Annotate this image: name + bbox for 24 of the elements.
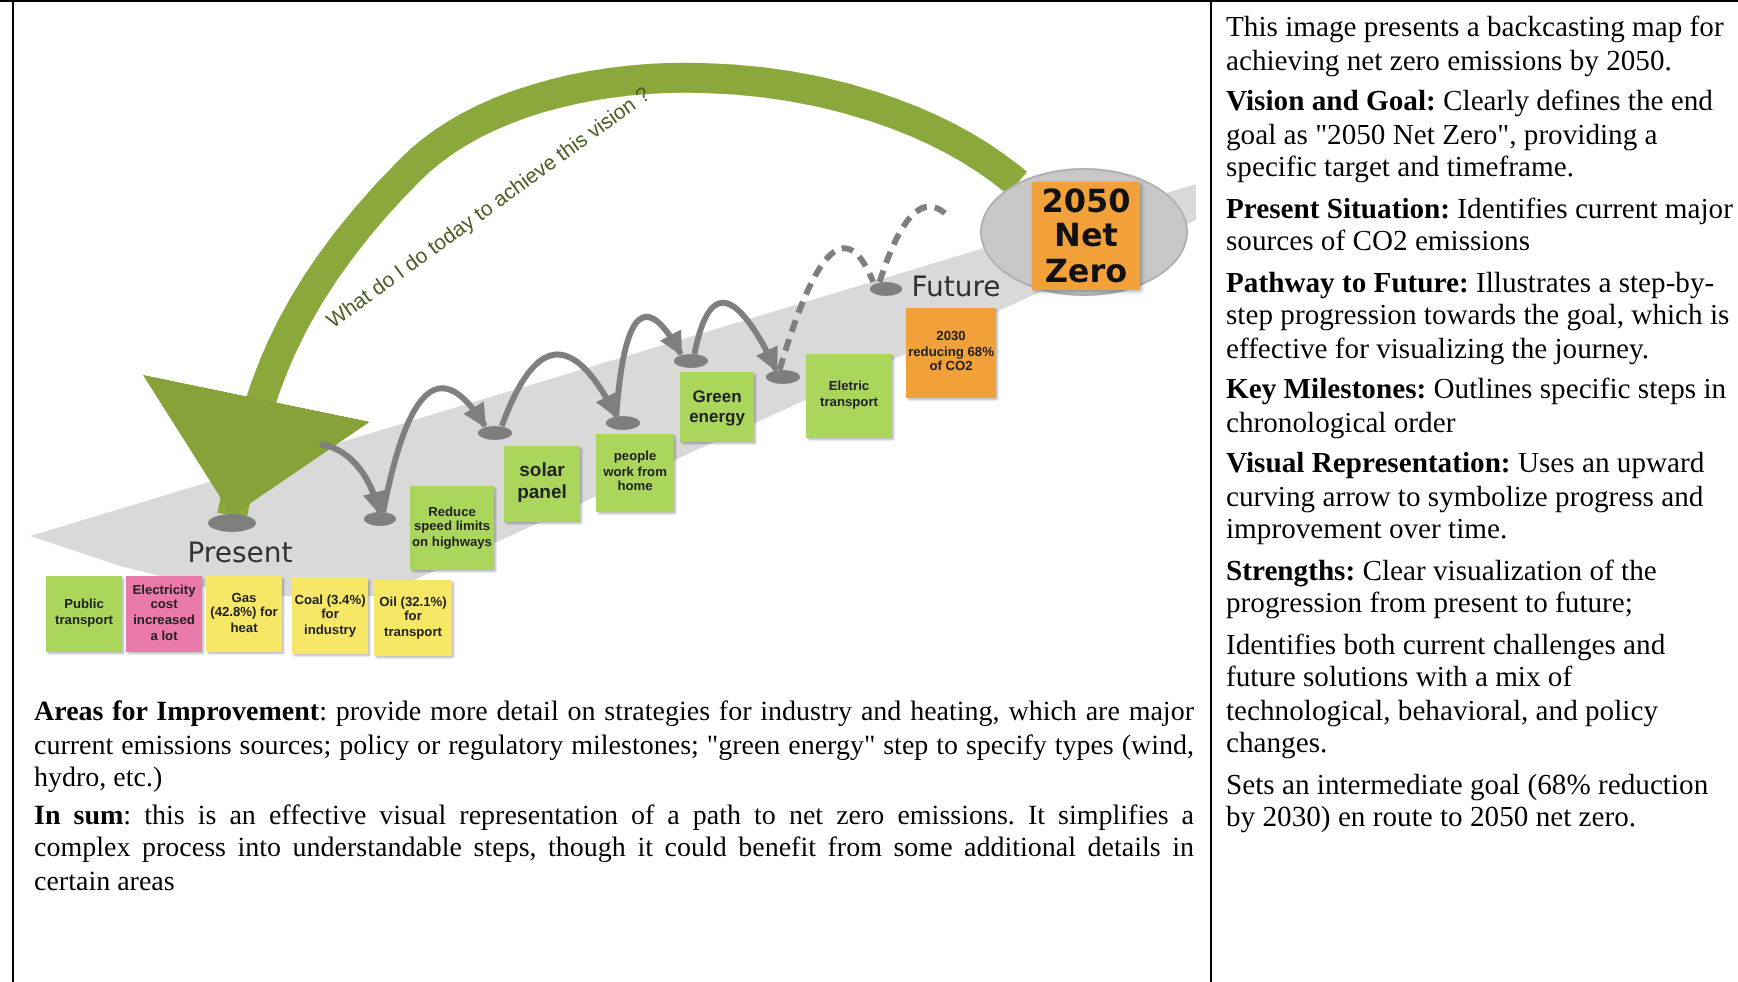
curved-arrow: [499, 351, 619, 428]
dashed-arc: [776, 245, 876, 371]
dashed-arc: [876, 203, 950, 283]
stage-label: Present: [184, 536, 296, 570]
curved-arrow: [143, 63, 1027, 519]
paragraph: Present Situation: Identifies current major sources of CO2 emissions: [1226, 193, 1734, 259]
paragraph: Pathway to Future: Illustrates a step-by-step progression towards the goal, which is effective for visualizing the journey.: [1226, 267, 1732, 366]
paragraph: Key Milestones: Outlines specific steps in chronological order: [1226, 374, 1729, 440]
stage-label: Future: [912, 272, 1000, 302]
paragraph: Areas for Improvement: provide more detail on strategies for industry and heating, which are major current emissions sources; policy or regulatory milestones; "green energy" step to specify types (wind, hydro, etc.): [34, 698, 1194, 797]
curved-arrow: [691, 300, 779, 373]
curved-arrow: [380, 385, 488, 513]
paragraph: Sets an intermediate goal (68% reduction by 2030) en route to 2050 net zero.: [1226, 769, 1711, 835]
paragraph: Strengths: Clear visualization of the progression from present to future;: [1226, 555, 1659, 621]
paragraph: Vision and Goal: Clearly defines the end goal as "2050 Net Zero", providing a specific target and timeframe.: [1226, 86, 1715, 185]
goal-box: 2050 Net Zero: [1032, 182, 1140, 290]
curved-arrow: [319, 441, 386, 516]
curved-arrow: [613, 314, 684, 417]
sticky-note: solar panel: [504, 446, 580, 522]
paragraph: In sum: this is an effective visual representation of a path to net zero emissions. It simplifies a complex process into understandable steps, though it could benefit from some additional details in certain areas: [34, 801, 1194, 900]
sticky-note: Green energy: [680, 372, 754, 442]
paragraph: Visual Representation: Uses an upward curving arrow to symbolize progress and improvement over time.: [1226, 448, 1707, 547]
paragraph: This image presents a backcasting map for achieving net zero emissions by 2050.: [1226, 12, 1726, 78]
paragraph: Identifies both current challenges and future solutions with a mix of technological, behavioral, and policy changes.: [1226, 629, 1668, 761]
